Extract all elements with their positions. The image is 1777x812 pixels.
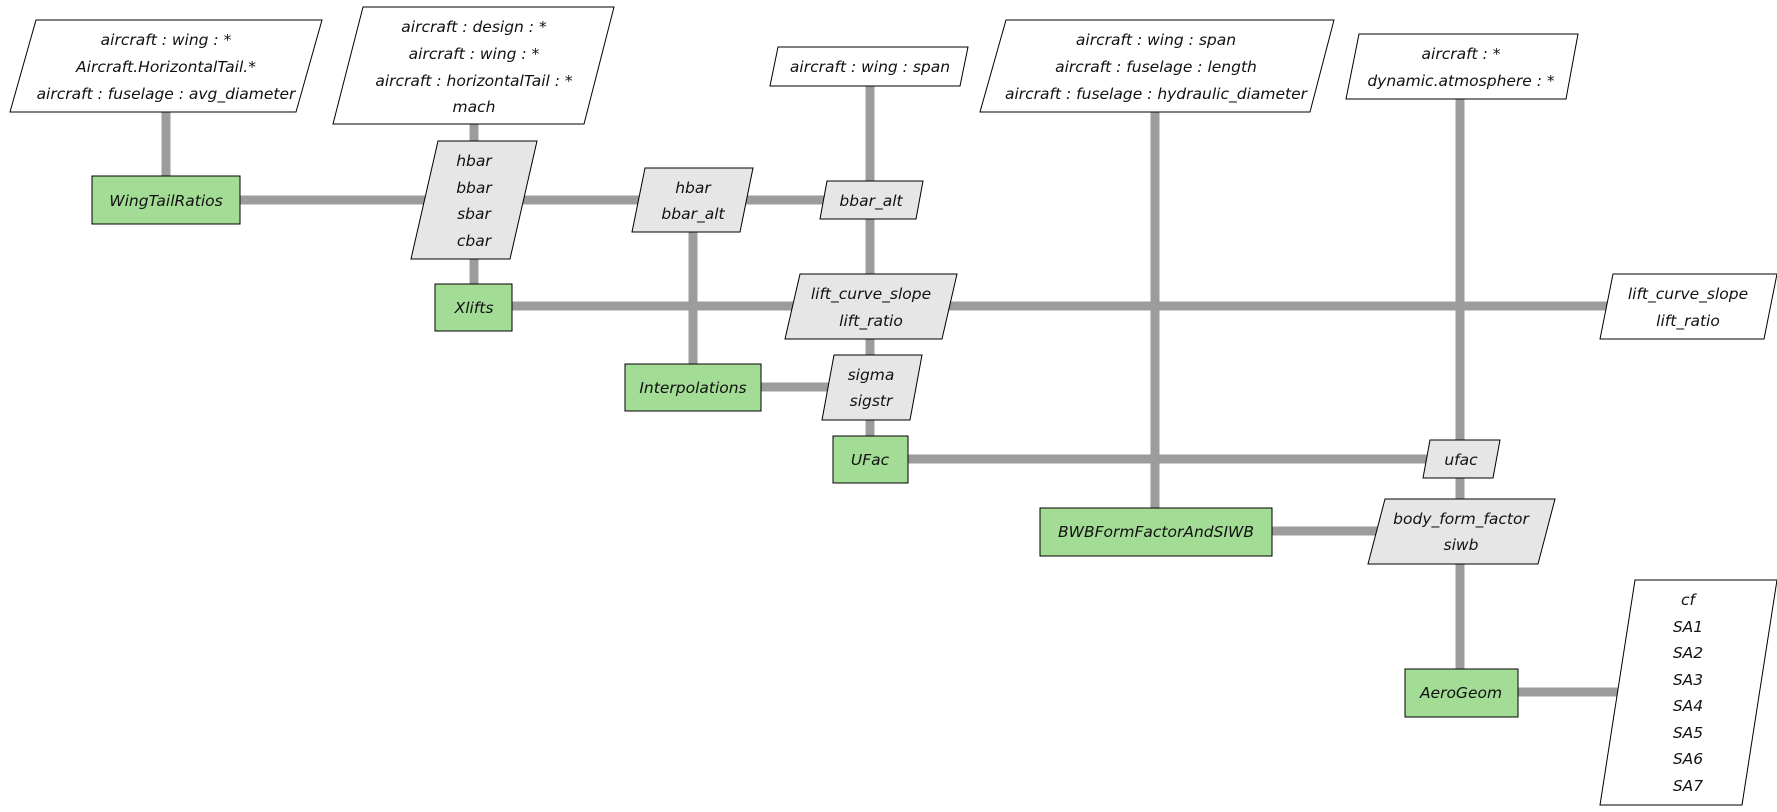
coupling-label: ufac (1444, 451, 1478, 469)
coupling-label: bbar (456, 179, 493, 197)
component-label: Interpolations (639, 379, 746, 397)
component-ufac[interactable]: UFac (832, 435, 909, 484)
component-interpolations[interactable]: Interpolations (624, 363, 762, 412)
coupling-label: hbar (456, 152, 493, 170)
output-label: SA3 (1673, 671, 1703, 689)
output-label: SA7 (1673, 777, 1703, 795)
input-block-xlifts: aircraft : design : * aircraft : wing : … (332, 6, 615, 125)
coupling-label: siwb (1444, 536, 1479, 554)
input-label: aircraft : wing : * (409, 45, 540, 63)
output-block-aerogeom: cf SA1 SA2 SA3 SA4 SA5 SA6 SA7 (1599, 579, 1777, 806)
output-label: SA4 (1673, 697, 1703, 715)
output-label: cf (1681, 591, 1698, 609)
input-label: aircraft : * (1422, 45, 1501, 63)
coupling-block-interpolations-ufac: sigma sigstr (821, 354, 923, 421)
coupling-block-bwb-aerogeom: body_form_factor siwb (1367, 498, 1556, 565)
coupling-block-wingtailratios-xlifts: hbar bbar sbar cbar (410, 140, 538, 260)
input-label: aircraft : fuselage : avg_diameter (37, 85, 297, 104)
component-label: Xlifts (454, 299, 494, 317)
component-label: BWBFormFactorAndSIWB (1058, 523, 1254, 541)
output-label: SA2 (1673, 644, 1703, 662)
input-label: aircraft : wing : span (1076, 31, 1236, 49)
output-block-xlifts: lift_curve_slope lift_ratio (1599, 273, 1777, 340)
output-label: SA6 (1673, 750, 1703, 768)
coupling-label: sbar (457, 205, 492, 223)
coupling-label: lift_ratio (839, 312, 903, 331)
input-block-wingtailratios: aircraft : wing : * Aircraft.HorizontalT… (9, 19, 323, 113)
output-label: lift_curve_slope (1628, 285, 1748, 304)
component-aerogeom[interactable]: AeroGeom (1404, 668, 1519, 718)
component-wingtailratios[interactable]: WingTailRatios (91, 175, 241, 225)
input-block-bwbformfactorandsiwb: aircraft : wing : span aircraft : fusela… (979, 19, 1335, 113)
coupling-block-ufac-aerogeom: ufac (1422, 439, 1501, 479)
input-label: dynamic.atmosphere : * (1367, 72, 1555, 90)
input-label: aircraft : fuselage : length (1055, 58, 1257, 76)
connection-lines (161, 84, 1630, 697)
coupling-label: sigma (848, 366, 895, 384)
coupling-label: hbar (675, 179, 712, 197)
coupling-block-wingtailratios-ufac: bbar_alt (819, 180, 924, 220)
component-bwbformfactorandsiwb[interactable]: BWBFormFactorAndSIWB (1039, 507, 1273, 557)
coupling-label: sigstr (850, 392, 894, 410)
coupling-label: lift_curve_slope (811, 285, 931, 304)
component-label: WingTailRatios (109, 192, 222, 210)
input-label: aircraft : wing : span (790, 58, 950, 76)
component-xlifts[interactable]: Xlifts (434, 283, 513, 332)
input-label: aircraft : wing : * (101, 31, 232, 49)
coupling-block-wingtailratios-interpolations: hbar bbar_alt (631, 167, 754, 233)
input-block-ufac: aircraft : wing : span (769, 46, 969, 87)
coupling-label: cbar (457, 232, 493, 250)
coupling-label: bbar_alt (839, 192, 903, 211)
input-label: aircraft : design : * (401, 18, 547, 36)
input-label: mach (453, 98, 496, 116)
component-label: UFac (851, 451, 890, 469)
output-label: SA1 (1673, 618, 1703, 636)
input-label: aircraft : fuselage : hydraulic_diameter (1005, 85, 1309, 104)
output-label: lift_ratio (1656, 312, 1720, 331)
coupling-label: bbar_alt (661, 205, 725, 224)
component-label: AeroGeom (1419, 684, 1502, 702)
input-label: aircraft : horizontalTail : * (375, 72, 573, 90)
output-label: SA5 (1673, 724, 1703, 742)
input-label: Aircraft.HorizontalTail.* (75, 58, 256, 76)
input-block-aerogeom: aircraft : * dynamic.atmosphere : * (1345, 33, 1579, 100)
coupling-label: body_form_factor (1393, 510, 1530, 529)
coupling-block-xlifts-ufac: lift_curve_slope lift_ratio (784, 273, 958, 340)
